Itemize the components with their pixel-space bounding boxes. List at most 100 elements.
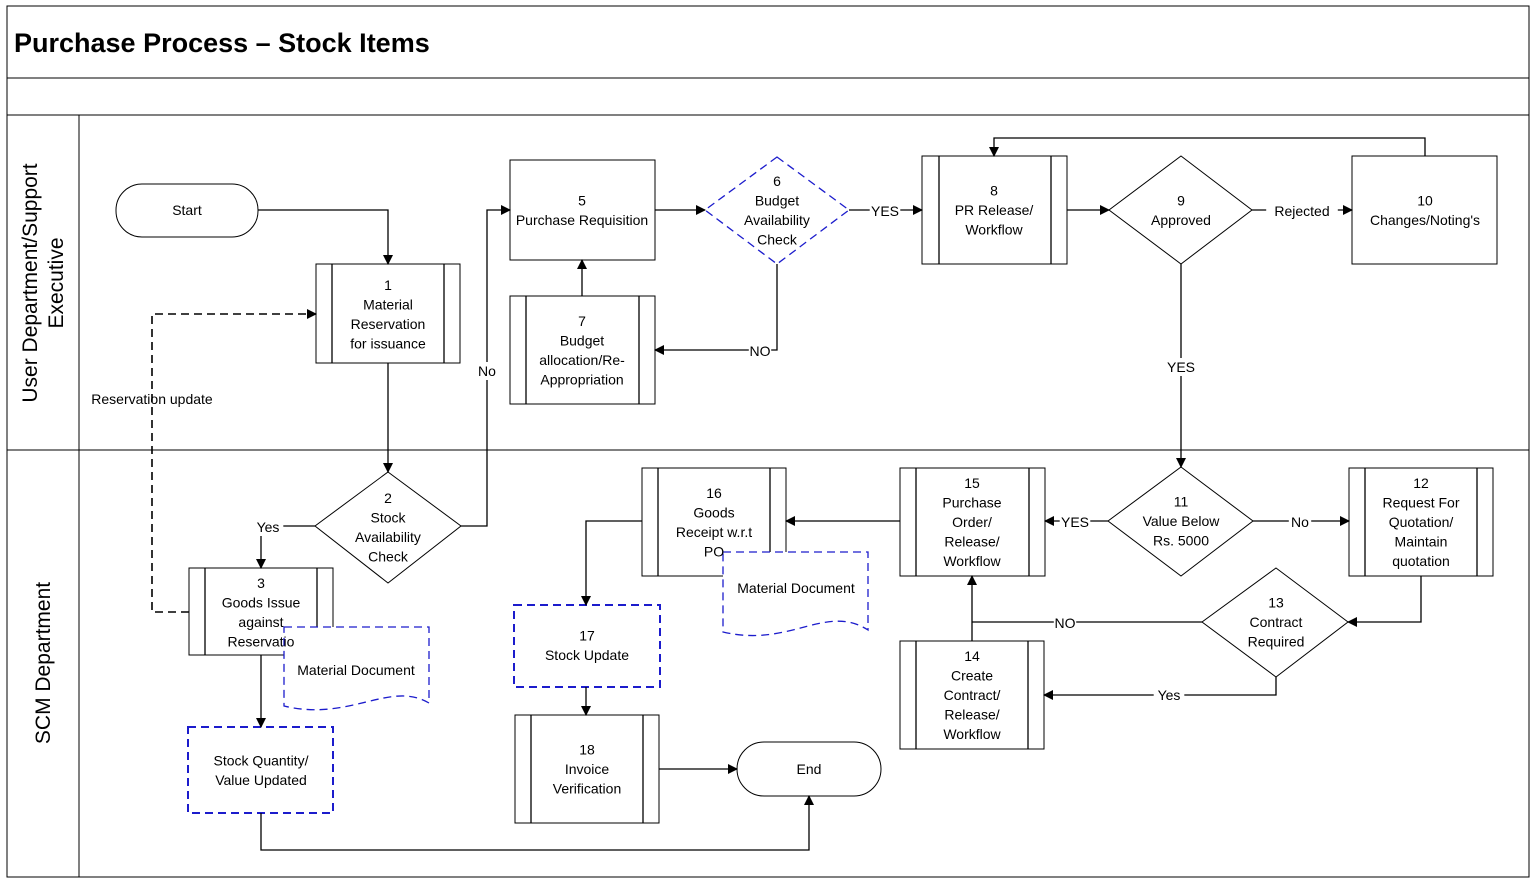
n14-text-line-0: 14 (964, 648, 980, 664)
n6-text-line-2: Availability (744, 212, 810, 228)
edge-label-no-2-5: No (475, 362, 499, 380)
edge-13-to-14 (1043, 677, 1277, 700)
edge-label-text-yes-2-3: Yes (257, 519, 280, 535)
n16-text-line-2: Receipt w.r.t (676, 524, 752, 540)
node-11-value-below[interactable] (1107, 466, 1254, 577)
node-2-stock-availability-check[interactable] (314, 471, 462, 584)
n9-text-line-0: 9 (1177, 192, 1185, 208)
n14-text-line-4: Workflow (943, 726, 1001, 742)
n7-text-line-2: allocation/Re- (539, 352, 625, 368)
n3-text-line-3: Reservatio (228, 633, 295, 649)
edge-label-yes-13-14: Yes (1153, 686, 1185, 704)
n12-text-line-4: quotation (1392, 553, 1450, 569)
node-17-stock-update[interactable] (513, 604, 661, 688)
n7-text-line-1: Budget (560, 332, 604, 348)
node-10-changes-notings[interactable] (1351, 155, 1498, 265)
n1-text-line-0: 1 (384, 277, 392, 293)
node-18-invoice-verification[interactable] (514, 714, 660, 824)
lane-scm-label: SCM Department (32, 582, 55, 744)
n11-text-line-2: Rs. 5000 (1153, 533, 1209, 549)
n18-text-line-1: Invoice (565, 761, 610, 777)
n7-text-line-3: Appropriation (540, 371, 623, 387)
n12-text-line-0: 12 (1413, 475, 1429, 491)
n8-text-line-2: Workflow (965, 222, 1023, 238)
edge-label-text-no-2-5: No (478, 363, 496, 379)
node-15-purchase-order[interactable] (899, 467, 1046, 577)
node-8-pr-release[interactable] (921, 155, 1068, 265)
n11-text-line-1: Value Below (1143, 513, 1221, 529)
node-12-request-for-quotation[interactable] (1348, 467, 1494, 577)
n3-text-line-2: against (238, 614, 283, 630)
n5-text-line-1: Purchase Requisition (516, 212, 648, 228)
end-text-line-0: End (797, 761, 822, 777)
n2-text-line-1: Stock (370, 509, 406, 525)
edge-label-yes-11-15: YES (1059, 513, 1091, 531)
n3-text-line-0: 3 (257, 575, 265, 591)
edge-label-yes-9-11: YES (1165, 358, 1197, 376)
node-14-create-contract[interactable] (899, 640, 1045, 750)
n10-text-line-0: 10 (1417, 192, 1433, 208)
n14-text-line-1: Create (951, 668, 993, 684)
edge-12-to-13 (1347, 576, 1422, 627)
edge-label-text-reservation-update: Reservation update (91, 391, 213, 407)
n6-text-line-0: 6 (773, 173, 781, 189)
edge-label-text-no-6-7: NO (750, 343, 771, 359)
n8-text-line-1: PR Release/ (955, 202, 1034, 218)
edge-label-no-13-15: NO (1053, 614, 1077, 632)
n12-text-line-3: Maintain (1395, 534, 1448, 550)
n12-text-line-2: Quotation/ (1389, 514, 1454, 530)
n6-text-line-3: Check (757, 231, 798, 247)
outer-frame (6, 5, 1530, 878)
n15-text-line-1: Purchase (942, 495, 1001, 511)
n8-text-line-0: 8 (990, 183, 998, 199)
matdoc2-text-line-0: Material Document (737, 580, 855, 596)
n1-text-line-1: Material (363, 296, 413, 312)
n14-text-line-3: Release/ (944, 707, 999, 723)
n13-text-line-1: Contract (1250, 614, 1303, 630)
n5-text-line-0: 5 (578, 192, 586, 208)
n12-text-line-1: Request For (1382, 495, 1459, 511)
n3-text-line-1: Goods Issue (222, 594, 301, 610)
node-5-purchase-requisition[interactable] (509, 159, 656, 261)
n15-text-line-3: Release/ (944, 534, 999, 550)
n14-text-line-2: Contract/ (944, 687, 1001, 703)
edge-label-text-yes-13-14: Yes (1158, 687, 1181, 703)
node-6-budget-availability-check[interactable] (703, 156, 851, 265)
edge-start-to-1 (258, 209, 393, 265)
lane-user-label-2: Executive (45, 237, 68, 328)
n17-text-line-0: 17 (579, 627, 595, 643)
edge-10-to-8 (989, 137, 1426, 157)
n16-text-line-1: Goods (693, 504, 734, 520)
n13-text-line-2: Required (1248, 634, 1305, 650)
lane-user-label: User Department/Support (19, 163, 42, 402)
node-9-approved[interactable] (1108, 155, 1253, 265)
n16-text-line-0: 16 (706, 485, 722, 501)
matdoc1-text-line-0: Material Document (297, 662, 415, 678)
n2-text-line-3: Check (368, 548, 409, 564)
material-document-2[interactable] (722, 551, 869, 637)
n15-text-line-2: Order/ (952, 514, 992, 530)
edge-label-text-no-11-12: No (1291, 514, 1309, 530)
n1-text-line-2: Reservation (351, 316, 426, 332)
edge-label-no-6-7: NO (748, 342, 772, 360)
edge-label-no-11-12: No (1288, 513, 1312, 531)
edge-label-text-rejected: Rejected (1274, 203, 1329, 219)
page-title: Purchase Process – Stock Items (14, 28, 430, 58)
n7-text-line-0: 7 (578, 313, 586, 329)
edge-label-text-yes-11-15: YES (1061, 514, 1089, 530)
material-document-1[interactable] (283, 626, 430, 711)
edge-stockqty-to-end (260, 795, 814, 851)
n18-text-line-0: 18 (579, 742, 595, 758)
stock-quantity-updated[interactable] (187, 726, 334, 814)
edge-label-text-yes-9-11: YES (1167, 359, 1195, 375)
n11-text-line-0: 11 (1174, 494, 1189, 510)
edge-label-reservation-update: Reservation update (91, 391, 213, 407)
edge-6-to-7 (654, 264, 778, 355)
edge-3-reservation-update (151, 309, 317, 613)
n17-text-line-1: Stock Update (545, 647, 629, 663)
stockqty-text-line-1: Value Updated (215, 772, 307, 788)
n9-text-line-1: Approved (1151, 212, 1211, 228)
edge-label-text-no-13-15: NO (1055, 615, 1076, 631)
start-text-line-0: Start (172, 202, 202, 218)
